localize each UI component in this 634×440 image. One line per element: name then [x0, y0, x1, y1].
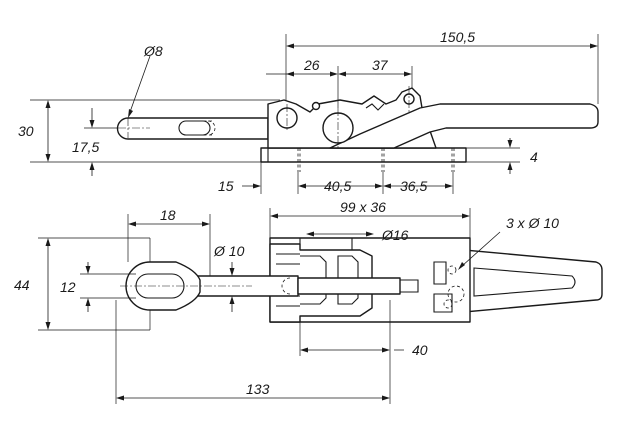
base-plate-side: [260, 147, 467, 163]
dim-eye-inner-width: 12: [60, 279, 76, 295]
handle-slot: [473, 267, 576, 297]
hook-eye-slot: [135, 273, 185, 299]
side-view: [116, 86, 599, 172]
dim-base-offset: 15: [218, 178, 234, 194]
hook-slot: [178, 120, 211, 136]
mount-hole-3: [443, 299, 453, 309]
hook-rod: [116, 117, 269, 140]
dim-overall-length: 150,5: [440, 29, 475, 45]
dim-hook-eye-diameter: Ø8: [143, 43, 163, 59]
dim-pivot-a: 26: [303, 57, 320, 73]
handle-lever: [329, 103, 599, 149]
dim-eye-length: 18: [160, 207, 176, 223]
dim-pin-diameter: Ø16: [381, 227, 409, 243]
dim-pivot-b: 37: [372, 57, 389, 73]
dim-mounting-holes: 3 x Ø 10: [506, 215, 559, 231]
dim-handle-offset: 40: [412, 342, 428, 358]
dim-base-plate: 99 x 36: [340, 199, 386, 215]
dimension-labels: 150,5 26 37 Ø8 30 17,5 4 15 40,5 36,5 99…: [14, 29, 559, 397]
dimension-lines: [30, 34, 599, 404]
dim-eye-width: 44: [14, 277, 30, 293]
dim-hook-axis-height: 17,5: [72, 139, 99, 155]
dim-base-thickness: 4: [530, 149, 538, 165]
dim-rod-diameter: Ø 10: [213, 243, 245, 259]
pivot-small: [311, 101, 321, 111]
mount-hole-1: [447, 265, 457, 275]
dim-base-hole-b: 36,5: [400, 178, 427, 194]
dim-reach: 133: [246, 381, 270, 397]
top-view: [120, 237, 603, 323]
mount-hole-2: [447, 285, 465, 303]
dim-base-hole-a: 40,5: [324, 178, 351, 194]
dim-height: 30: [18, 123, 34, 139]
